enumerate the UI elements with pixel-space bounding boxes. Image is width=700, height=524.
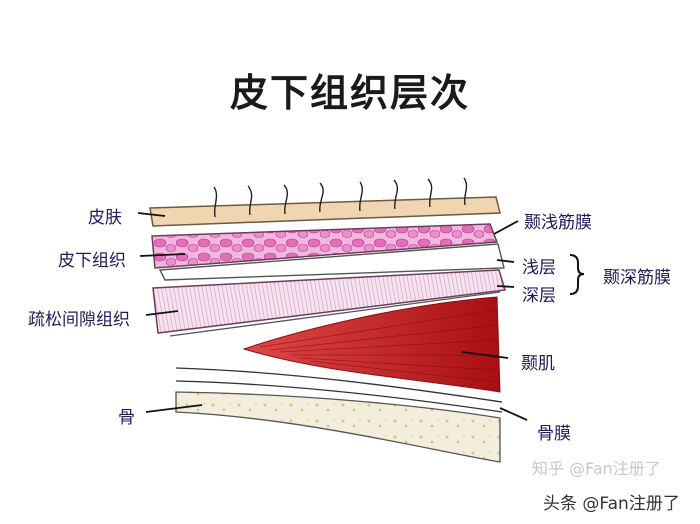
bone-layer [175, 391, 501, 463]
label-skin: 皮肤 [88, 208, 122, 228]
watermark-toutiao: 头条 @Fan注册了 [543, 494, 680, 514]
watermark-zhihu: 知乎 @Fan注册了 [532, 459, 661, 478]
subcutaneous-layer [151, 223, 499, 269]
diagram-title: 皮下组织层次 [229, 71, 470, 115]
label-bone: 骨 [118, 408, 135, 428]
label-periosteum: 骨膜 [537, 424, 571, 444]
hair-strands [213, 177, 468, 218]
superficial-fascia [158, 243, 505, 281]
loose-areolar-layer [152, 269, 506, 334]
label-temporalis: 颞肌 [521, 354, 555, 374]
periosteum-line-2 [175, 380, 503, 413]
temporalis-muscle [242, 296, 501, 393]
label-deep-layer: 深层 [522, 286, 556, 306]
label-loose-areolar: 疏松间隙组织 [28, 310, 130, 330]
skin-layer [149, 196, 501, 227]
leader-lines-right [461, 220, 528, 421]
periosteum-line-1 [175, 367, 503, 403]
deep-fascia-line [169, 291, 501, 337]
bracket [569, 254, 585, 295]
muscle-fibers [259, 309, 498, 383]
label-subcutaneous: 皮下组织 [58, 251, 126, 271]
label-superficial-layer: 浅层 [522, 258, 556, 278]
label-deep-temporal-fascia: 颞深筋膜 [603, 268, 671, 288]
leader-lines-left [137, 212, 203, 413]
label-superficial-temporal-fascia: 颞浅筋膜 [524, 213, 592, 233]
